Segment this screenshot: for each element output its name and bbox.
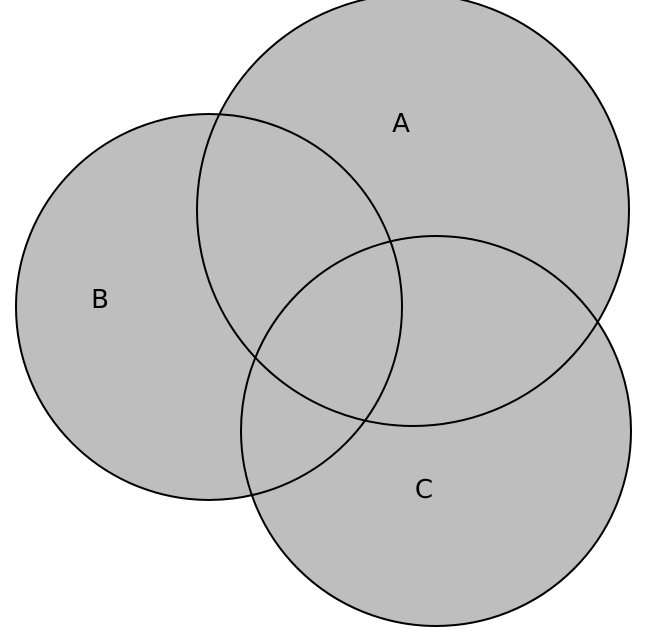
circle-c-fill (241, 236, 631, 626)
label-c: C (415, 475, 433, 505)
circle-a-outline (196, 0, 630, 427)
circle-c-outline (240, 235, 632, 627)
circle-b-outline (15, 113, 403, 501)
circle-fills (16, 0, 631, 626)
label-b: B (91, 285, 109, 315)
circle-outlines (15, 0, 632, 627)
label-a: A (392, 109, 410, 139)
set-labels: A B C (91, 109, 433, 505)
